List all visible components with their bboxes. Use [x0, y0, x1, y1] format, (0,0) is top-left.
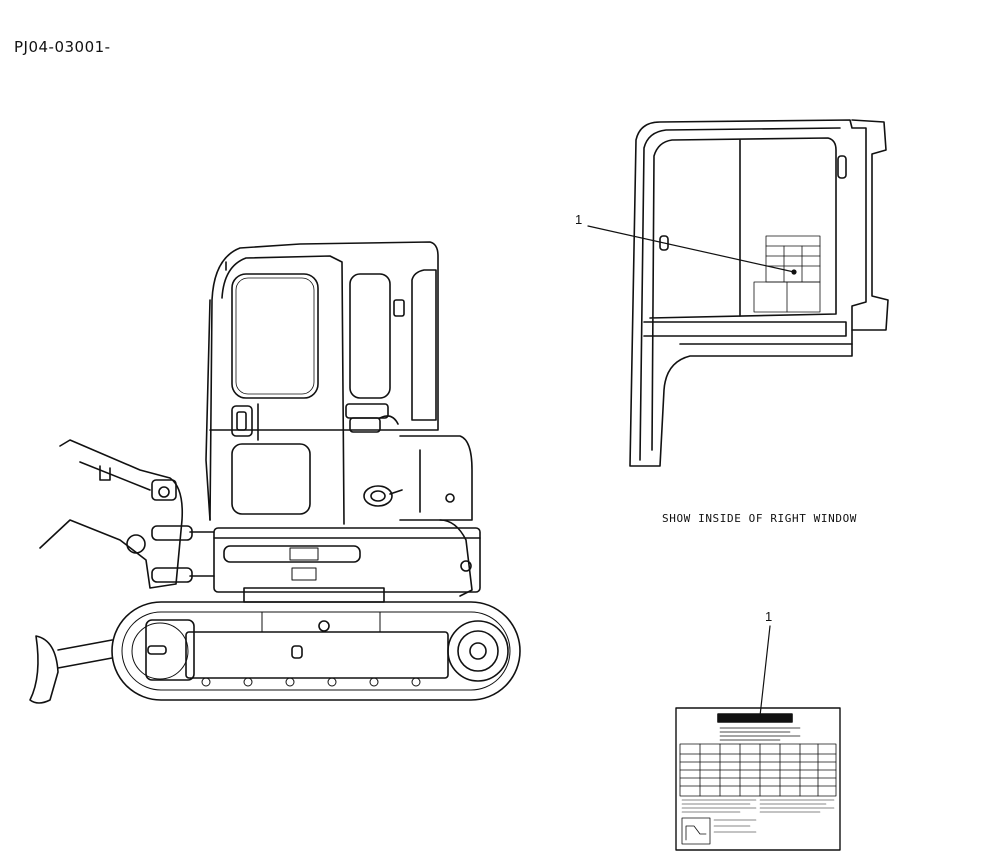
cab-window-middle	[349, 273, 391, 399]
boom-arm	[39, 439, 184, 589]
window-decal	[753, 235, 821, 313]
callout-number-decal: 1	[765, 609, 773, 624]
cab-window-frame-view	[587, 119, 889, 467]
decal-outline	[675, 707, 841, 851]
track-sprocket	[447, 620, 509, 682]
leader-line-window	[587, 225, 795, 273]
engine-hood	[399, 435, 473, 521]
work-light	[363, 485, 393, 507]
cab-window-left	[231, 273, 319, 399]
window-frame-outline	[629, 119, 867, 467]
lifting-capacity-decal	[675, 625, 841, 851]
cab-grab-handle	[349, 417, 381, 433]
leader-line-decal	[759, 625, 771, 717]
excavator-illustration	[29, 241, 521, 704]
cab-outline	[209, 241, 439, 521]
upper-body	[213, 527, 481, 593]
decal-capacity-table	[679, 743, 837, 797]
dozer-blade	[29, 635, 59, 704]
window-view-caption: SHOW INSIDE OF RIGHT WINDOW	[662, 512, 858, 525]
crawler-track	[111, 601, 521, 701]
callout-number-window: 1	[575, 212, 583, 227]
drawing-code: PJ04-03001-	[14, 38, 111, 56]
